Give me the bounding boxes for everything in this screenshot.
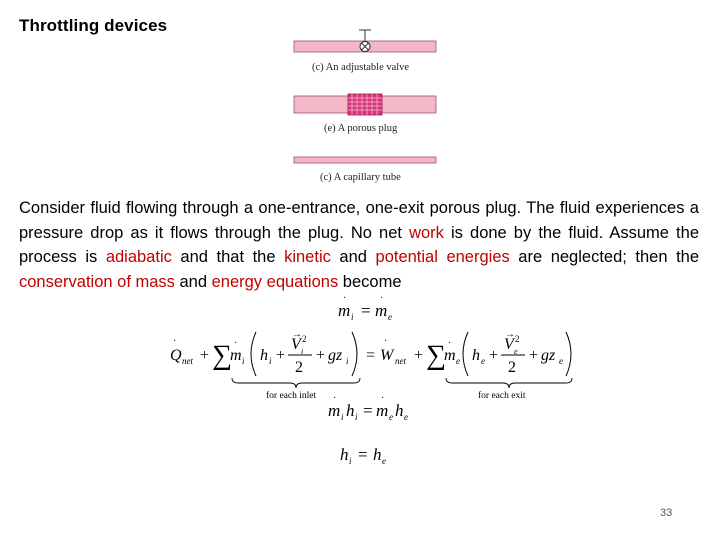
svg-text:h: h bbox=[346, 401, 355, 420]
svg-text:+: + bbox=[276, 347, 285, 364]
svg-text:+: + bbox=[414, 347, 423, 364]
mass-balance-equation: m· i = m· e bbox=[338, 293, 392, 322]
svg-text:h: h bbox=[395, 401, 404, 420]
svg-text:net: net bbox=[395, 356, 406, 366]
svg-text:i: i bbox=[301, 347, 303, 356]
equations-block: m· i = m· e Q · net + ∑ m· i h i + V → 2… bbox=[160, 292, 590, 477]
svg-text:=: = bbox=[366, 347, 375, 364]
svg-text:e: e bbox=[388, 312, 392, 322]
svg-text:2: 2 bbox=[295, 359, 303, 376]
svg-text:Q: Q bbox=[170, 347, 182, 364]
adjustable-valve-diagram bbox=[293, 29, 437, 53]
text: and bbox=[330, 248, 376, 266]
text: become bbox=[338, 272, 402, 291]
svg-text:h: h bbox=[472, 347, 480, 364]
svg-text:∑: ∑ bbox=[212, 340, 232, 371]
svg-text:+: + bbox=[200, 347, 209, 364]
svg-text:gz: gz bbox=[541, 347, 556, 364]
svg-text:m: m bbox=[375, 301, 387, 320]
highlight-work: work bbox=[409, 223, 444, 242]
porous-plug-diagram bbox=[293, 93, 437, 116]
svg-text:2: 2 bbox=[515, 334, 520, 344]
svg-text:∑: ∑ bbox=[426, 340, 446, 371]
capillary-tube-diagram bbox=[293, 156, 437, 164]
caption-adjustable-valve: (c) An adjustable valve bbox=[312, 62, 410, 73]
svg-text:=: = bbox=[358, 445, 368, 464]
svg-text:=: = bbox=[361, 301, 371, 320]
svg-text:m: m bbox=[328, 401, 340, 420]
svg-text:·: · bbox=[173, 336, 176, 347]
svg-text:m: m bbox=[376, 401, 388, 420]
svg-text:e: e bbox=[382, 456, 386, 466]
svg-text:·: · bbox=[343, 293, 346, 304]
svg-text:→: → bbox=[505, 329, 515, 340]
svg-text:i: i bbox=[242, 356, 245, 366]
svg-text:net: net bbox=[182, 356, 193, 366]
throttling-devices-figure: (c) An adjustable valve (e) A porous plu… bbox=[290, 28, 440, 188]
svg-text:i: i bbox=[349, 456, 352, 466]
highlight-adiabatic: adiabatic bbox=[105, 248, 172, 266]
svg-text:·: · bbox=[380, 293, 383, 304]
text: Consider fluid flowing through a one-ent… bbox=[19, 199, 699, 242]
text: and bbox=[174, 272, 212, 291]
slide-title: Throttling devices bbox=[19, 16, 168, 35]
svg-text:V: V bbox=[291, 336, 303, 353]
svg-text:·: · bbox=[333, 393, 336, 404]
highlight-conservation-of-mass: conservation of mass bbox=[19, 272, 175, 291]
svg-text:m: m bbox=[338, 301, 350, 320]
highlight-energy-equations: energy equations bbox=[211, 272, 339, 291]
brace-label-inlet: for each inlet bbox=[266, 390, 316, 401]
text: are neglected; then the bbox=[509, 248, 700, 266]
svg-text:i: i bbox=[351, 312, 354, 322]
svg-text:+: + bbox=[529, 347, 538, 364]
svg-text:e: e bbox=[481, 356, 485, 366]
page-number: 33 bbox=[660, 507, 673, 519]
svg-text:i: i bbox=[341, 412, 344, 422]
figure-drawings bbox=[293, 29, 437, 164]
svg-text:h: h bbox=[340, 445, 349, 464]
svg-text:W: W bbox=[380, 347, 395, 364]
svg-text:i: i bbox=[355, 412, 358, 422]
brace-label-exit: for each exit bbox=[478, 390, 526, 401]
svg-text:2: 2 bbox=[508, 359, 516, 376]
svg-text:h: h bbox=[260, 347, 268, 364]
svg-text:·: · bbox=[381, 393, 384, 404]
svg-text:·: · bbox=[384, 336, 387, 347]
text: and that the bbox=[171, 248, 285, 266]
body-paragraph: Consider fluid flowing through a one-ent… bbox=[19, 196, 699, 294]
svg-text:+: + bbox=[316, 347, 325, 364]
svg-text:i: i bbox=[269, 356, 272, 366]
svg-text:m: m bbox=[444, 347, 456, 364]
svg-text:V: V bbox=[504, 336, 516, 353]
equations-svg: m· i = m· e Q · net + ∑ m· i h i + V → 2… bbox=[170, 293, 573, 466]
svg-text:e: e bbox=[389, 412, 393, 422]
svg-text:→: → bbox=[292, 329, 302, 340]
svg-text:·: · bbox=[234, 338, 237, 349]
caption-porous-plug: (e) A porous plug bbox=[324, 123, 398, 134]
svg-text:e: e bbox=[559, 356, 563, 366]
svg-text:2: 2 bbox=[302, 334, 307, 344]
svg-text:m: m bbox=[230, 347, 242, 364]
svg-text:h: h bbox=[373, 445, 382, 464]
svg-text:=: = bbox=[363, 401, 373, 420]
svg-text:·: · bbox=[448, 338, 451, 349]
svg-text:e: e bbox=[456, 356, 460, 366]
highlight-kinetic: kinetic bbox=[284, 248, 331, 266]
energy-balance-equation: Q · net + ∑ m· i h i + V → 2 i 2 + gz i … bbox=[170, 329, 573, 389]
text: is done by the fluid. Assume the process… bbox=[19, 223, 699, 267]
svg-text:+: + bbox=[489, 347, 498, 364]
svg-text:e: e bbox=[514, 347, 518, 356]
svg-text:i: i bbox=[346, 356, 349, 366]
highlight-potential-energies: potential energies bbox=[375, 248, 510, 266]
svg-text:e: e bbox=[404, 412, 408, 422]
svg-text:gz: gz bbox=[328, 347, 343, 364]
caption-capillary-tube: (c) A capillary tube bbox=[320, 172, 401, 183]
